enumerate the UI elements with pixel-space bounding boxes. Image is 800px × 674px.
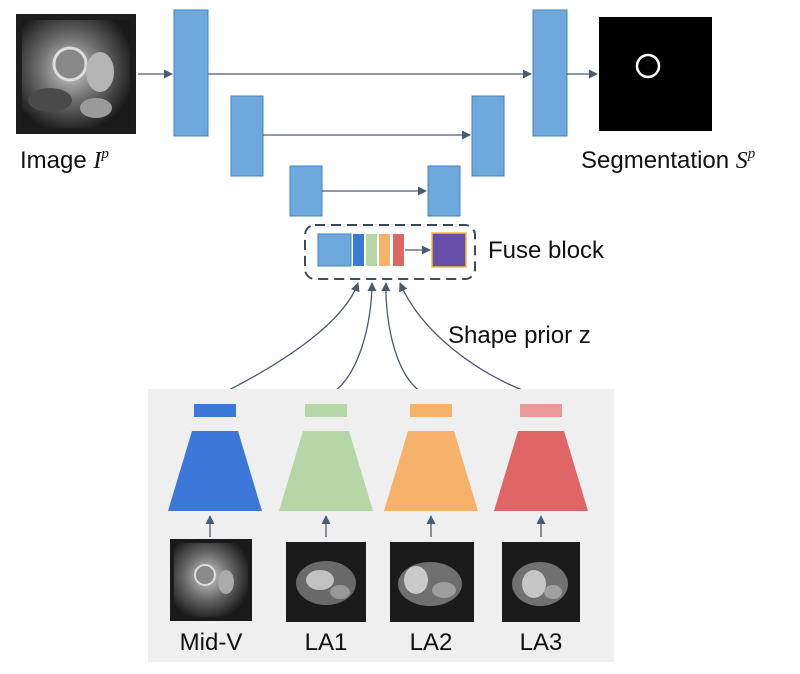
encoder-la3: LA3 [494,404,588,656]
view-label-la2: LA2 [410,629,453,656]
view-image-la1 [286,542,366,622]
unet-encoder-block-1 [173,9,209,137]
encoder-trapezoid-la3 [494,431,588,511]
shape-prior-label: Shape prior z [448,322,591,349]
input-label: Image Ip [20,146,109,174]
fuse-block [304,224,476,280]
fuse-feature-la1 [366,234,377,266]
unet-decoder-block-3 [427,165,461,217]
shape-prior-arrow-la3 [399,282,542,398]
fuse-feature-la2 [379,234,390,266]
view-image-la2 [390,542,474,622]
fused-feature [431,232,467,268]
latent-code-la2 [410,404,452,417]
latent-code-la3 [520,404,562,417]
encoder-mid-v: Mid-V [168,404,262,656]
view-label-mid-v: Mid-V [180,629,243,656]
fuse-feature-la3 [393,234,404,266]
unet-encoder-block-3 [289,165,323,217]
output-label: Segmentation Sp [581,146,756,174]
unet [138,9,598,217]
fuse-feature-mid-v [353,234,364,266]
view-label-la3: LA3 [520,629,563,656]
view-label-la1: LA1 [305,629,348,656]
encoder-trapezoid-mid-v [168,431,262,511]
input-mri-image [16,14,136,134]
encoder-trapezoid-la2 [384,431,478,511]
output-segmentation-image [599,17,712,131]
unet-decoder-block-1 [532,9,568,137]
unet-decoder-block-2 [471,95,505,177]
view-image-la3 [502,542,580,622]
shape-prior-arrow-mid-v [214,282,360,398]
encoder-trapezoid-la1 [279,431,373,511]
fuse-feature-unet [317,233,352,267]
encoder-la2: LA2 [384,404,478,656]
latent-code-la1 [305,404,347,417]
view-image-mid-v [170,539,252,621]
encoder-la1: LA1 [279,404,373,656]
fuse-block-label: Fuse block [488,237,605,264]
latent-code-mid-v [194,404,236,417]
fuse-block-border [304,224,476,280]
unet-encoder-block-2 [230,95,264,177]
